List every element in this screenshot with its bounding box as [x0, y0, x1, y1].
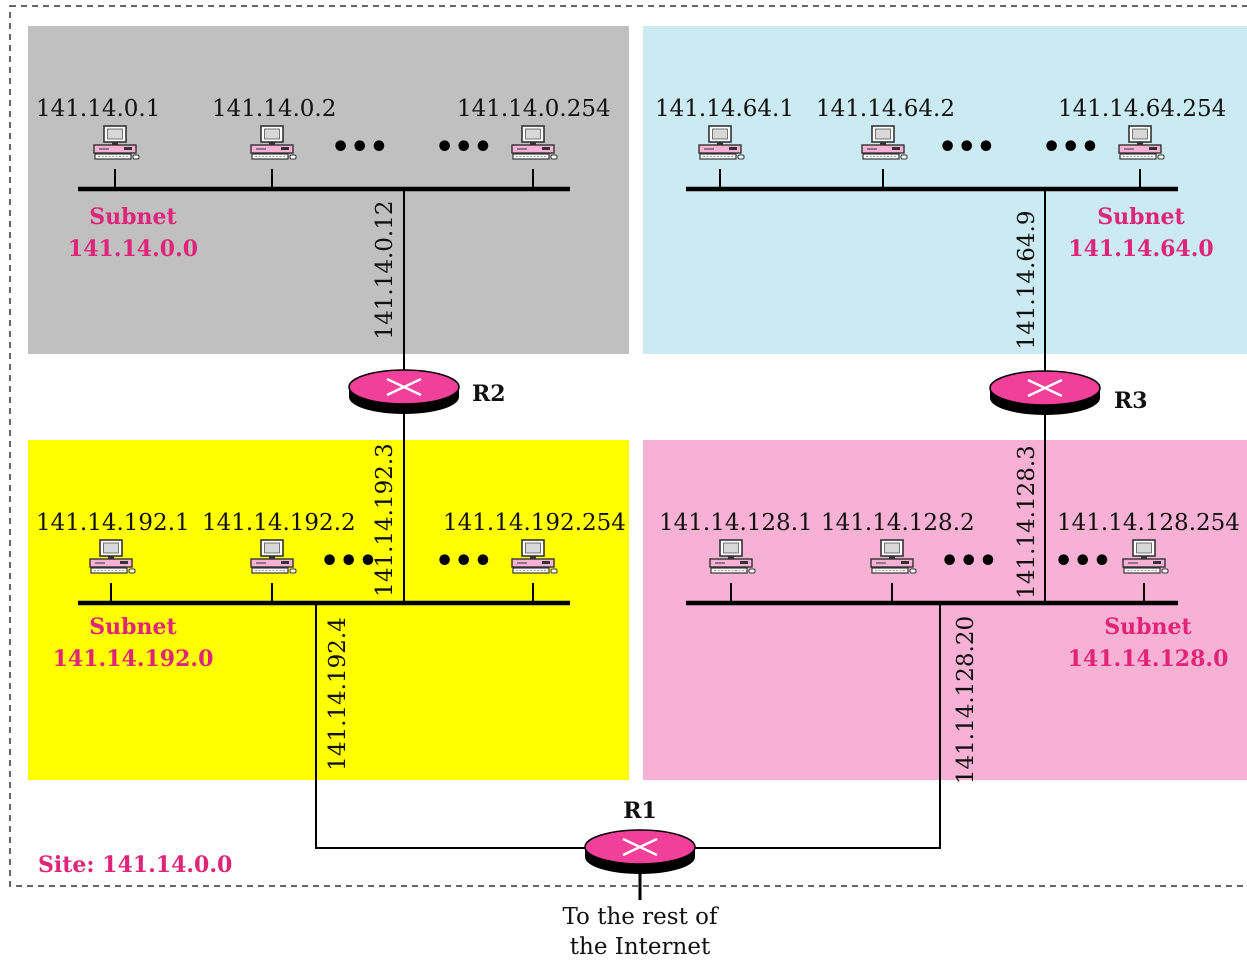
router-label-r1: R1 [623, 798, 657, 824]
ellipsis: ••• [1054, 544, 1112, 579]
ellipsis: ••• [938, 130, 996, 165]
subnet-label: Subnet [89, 204, 177, 230]
ellipsis: ••• [1042, 130, 1100, 165]
ellipsis: ••• [435, 544, 493, 579]
site-boundary [9, 5, 1247, 887]
router-icon[interactable] [988, 369, 1102, 417]
host-label: 141.14.192.254 [443, 510, 626, 536]
host-stubs [110, 169, 1145, 603]
internet-label-line1: To the rest of [562, 904, 719, 930]
interface-label-r2-top: 141.14.0.12 [372, 201, 398, 340]
host-label: 141.14.128.2 [821, 510, 975, 536]
interface-label-r1-right: 141.14.128.20 [953, 616, 979, 784]
router-label-r2: R2 [472, 381, 506, 407]
ellipsis: ••• [320, 544, 378, 579]
host-label: 141.14.0.1 [36, 96, 160, 122]
subnet-address: 141.14.128.0 [1068, 646, 1229, 672]
host-label: 141.14.128.254 [1057, 510, 1240, 536]
subnet-labels: Subnet 141.14.0.0 Subnet 141.14.64.0 Sub… [38, 204, 1228, 878]
host-label: 141.14.0.254 [457, 96, 611, 122]
router-icon[interactable] [347, 368, 461, 416]
interface-label-r3-bottom: 141.14.128.3 [1014, 445, 1040, 599]
interface-label-r1-left: 141.14.192.4 [325, 617, 351, 771]
network-links [78, 186, 1178, 900]
subnet-label: Subnet [1097, 204, 1185, 230]
interface-label-r2-bottom: 141.14.192.3 [372, 443, 398, 597]
ellipsis: ••• [940, 544, 998, 579]
interface-label-r3-top: 141.14.64.9 [1014, 211, 1040, 350]
host-label: 141.14.64.1 [655, 96, 794, 122]
ellipsis: ••• [331, 130, 389, 165]
link-r1-right [694, 603, 941, 849]
router-labels: R2 R3 R1 [472, 381, 1148, 824]
router-icon[interactable] [583, 828, 697, 876]
subnet-label: Subnet [1104, 614, 1192, 640]
subnet-address: 141.14.192.0 [53, 646, 214, 672]
host-label: 141.14.192.1 [36, 510, 190, 536]
subnet-region-c [28, 440, 629, 780]
subnet-label: Subnet [89, 614, 177, 640]
subnet-region-d [643, 440, 1247, 780]
site-label: Site: 141.14.0.0 [38, 852, 232, 878]
ellipsis-group: ••• ••• ••• ••• ••• ••• ••• ••• [320, 130, 1112, 579]
link-r1-left [315, 603, 590, 849]
host-label: 141.14.128.1 [659, 510, 813, 536]
subnet-address: 141.14.64.0 [1068, 236, 1213, 262]
subnet-address: 141.14.0.0 [68, 236, 198, 262]
internet-caption: To the rest of the Internet [562, 904, 719, 960]
host-label: 141.14.0.2 [212, 96, 336, 122]
host-label: 141.14.64.254 [1058, 96, 1226, 122]
router-label-r3: R3 [1114, 388, 1148, 414]
host-label: 141.14.192.2 [202, 510, 356, 536]
internet-label-line2: the Internet [570, 934, 711, 960]
interface-labels: 141.14.0.12 141.14.192.3 141.14.64.9 141… [325, 201, 1040, 785]
ellipsis: ••• [435, 130, 493, 165]
host-label: 141.14.64.2 [816, 96, 955, 122]
host-labels: 141.14.0.1 141.14.0.2 141.14.0.254 141.1… [36, 96, 1240, 536]
